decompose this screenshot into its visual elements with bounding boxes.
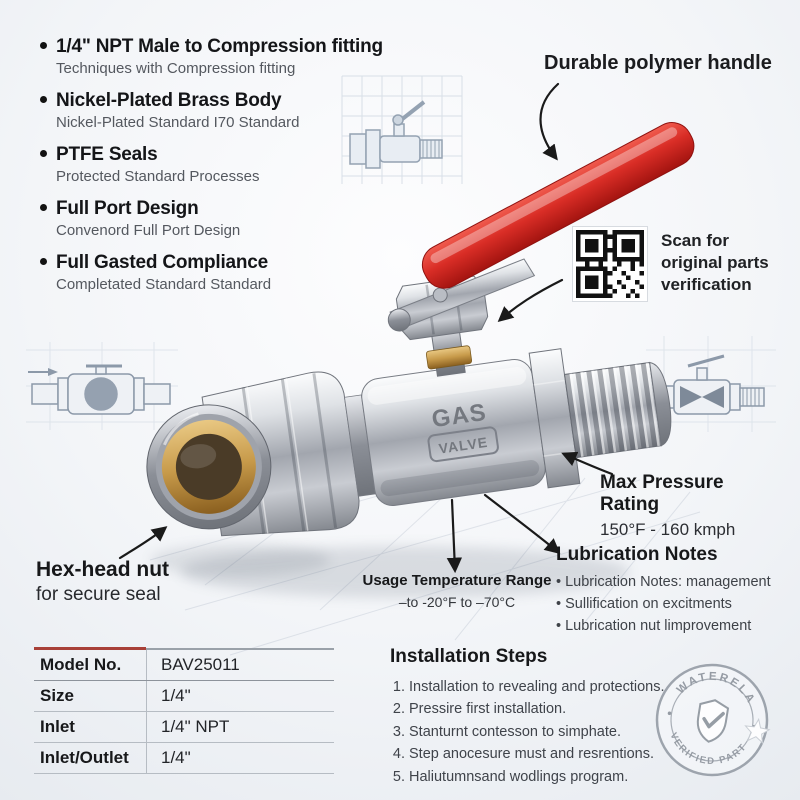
spec-value: BAV25011 [146,650,334,680]
arrow-qr [497,278,564,323]
spec-value: 1/4" [146,743,334,773]
star-icon [744,717,771,745]
arrow-temperature [446,498,463,574]
table-row: Model No. BAV25011 [34,650,334,681]
lubrication-item: Sullification on excitments [556,594,784,616]
spec-label: Model No. [40,655,122,674]
valve-shadow-left [150,544,330,576]
feature-title: Nickel-Plated Brass Body [56,90,282,111]
installation-step: Pressire first installation. [409,698,665,720]
compression-nut [201,371,360,537]
feature-title: PTFE Seals [56,144,158,165]
lubrication-item: Lubrication Notes: management [556,572,784,594]
badge-dot [667,711,672,716]
lubrication-callout: Lubrication Notes Lubrication Notes: man… [556,544,784,637]
qr-callout: Scan for original parts verification [572,226,769,302]
arrow-lubrication [483,493,561,555]
hex-nut-callout: Hex-head nut for secure seal [36,558,169,606]
bullet-dot-icon [40,42,47,49]
feature-list: 1/4" NPT Male to Compression fitting Tec… [40,36,408,306]
feature-title: 1/4" NPT Male to Compression fitting [56,36,383,57]
temperature-callout: Usage Temperature Range –to -20°F to –70… [362,572,552,610]
feature-item: Full Port Design Convenord Full Port Des… [40,198,408,239]
bracket-end [387,308,411,332]
lubrication-item: Lubrication nut limprovement [556,616,784,638]
arrow-handle [539,82,560,161]
lever-bracket [389,258,536,330]
qr-caption-line: verification [661,275,752,295]
packing-nut [395,275,489,341]
arrow-hex-nut [118,526,168,560]
installation-step: Haliutumnsand wodlings program. [409,766,665,788]
handle-callout: Durable polymer handle [544,52,772,74]
qr-code-icon [572,226,648,302]
feature-subtitle: Protected Standard Processes [56,168,260,185]
qr-caption-line: original parts [661,253,769,273]
compression-opening [146,404,272,530]
gas-label: GAS [430,399,488,433]
table-row: Inlet/Outlet 1/4" [34,743,334,774]
feature-title: Full Gasted Compliance [56,252,269,273]
blueprint-sketch-right [646,336,776,432]
temperature-title: Usage Temperature Range [362,572,552,589]
feature-item: PTFE Seals Protected Standard Processes [40,144,408,185]
feature-subtitle: Nickel-Plated Standard I70 Standard [56,114,300,131]
spec-value: 1/4" NPT [146,712,334,742]
bullet-dot-icon [40,258,47,265]
feature-subtitle: Techniques with Compression fitting [56,60,296,77]
installation-title: Installation Steps [390,646,548,667]
arrow-max-pressure [561,451,614,476]
stem-bolt [432,287,448,303]
stem [430,326,466,377]
brass-gland [425,345,473,370]
npt-thread [563,361,672,459]
installation-steps: Installation Steps Installation to revea… [390,646,665,788]
spec-label: Inlet [40,717,75,736]
spec-table: Model No. BAV25011 Size 1/4" Inlet 1/4" … [34,647,334,774]
valve-label: VALVE [438,434,489,457]
lubrication-title: Lubrication Notes [556,544,718,565]
spec-label: Inlet/Outlet [40,748,129,767]
qr-caption: Scan for original parts verification [661,226,769,296]
max-pressure-value: 150°F - 160 kmph [600,520,736,539]
installation-step: Installation to revealing and protection… [409,676,665,698]
temperature-value: –to -20°F to –70°C [398,594,516,610]
spec-label: Size [40,686,75,705]
max-pressure-title: Max Pressure Rating [600,472,724,515]
bullet-dot-icon [40,204,47,211]
installation-step: Stanturnt contesson to simphate. [409,721,665,743]
valve-body: GAS VALVE [361,358,546,507]
bullet-dot-icon [40,96,47,103]
feature-item: Nickel-Plated Brass Body Nickel-Plated S… [40,90,408,131]
installation-step: Step anocesure must and resrentions. [409,743,665,765]
feature-item: Full Gasted Compliance Completated Stand… [40,252,408,293]
bullet-dot-icon [40,150,47,157]
valve-label-frame [427,426,499,463]
hex-nut-line2: for secure seal [36,584,161,605]
collar [344,394,376,497]
hex-nut-line1: Hex-head nut [36,558,170,581]
spec-value: 1/4" [146,681,334,711]
feature-subtitle: Convenord Full Port Design [56,222,241,239]
qr-caption-line: Scan for [661,231,730,250]
checkmark-icon [702,711,725,729]
feature-title: Full Port Design [56,198,199,219]
feature-item: 1/4" NPT Male to Compression fitting Tec… [40,36,408,77]
table-row: Inlet 1/4" NPT [34,712,334,743]
lubrication-list: Lubrication Notes: management Sullificat… [556,572,784,637]
body-hex [528,348,581,489]
installation-list: Installation to revealing and protection… [390,676,665,788]
table-row: Size 1/4" [34,681,334,712]
verified-badge: WATERELA VERIFIED PART [643,651,780,788]
max-pressure-callout: Max Pressure Rating 150°F - 160 kmph [600,472,785,540]
blueprint-sketch-left [26,342,178,430]
feature-subtitle: Completated Standard Standard [56,276,272,293]
